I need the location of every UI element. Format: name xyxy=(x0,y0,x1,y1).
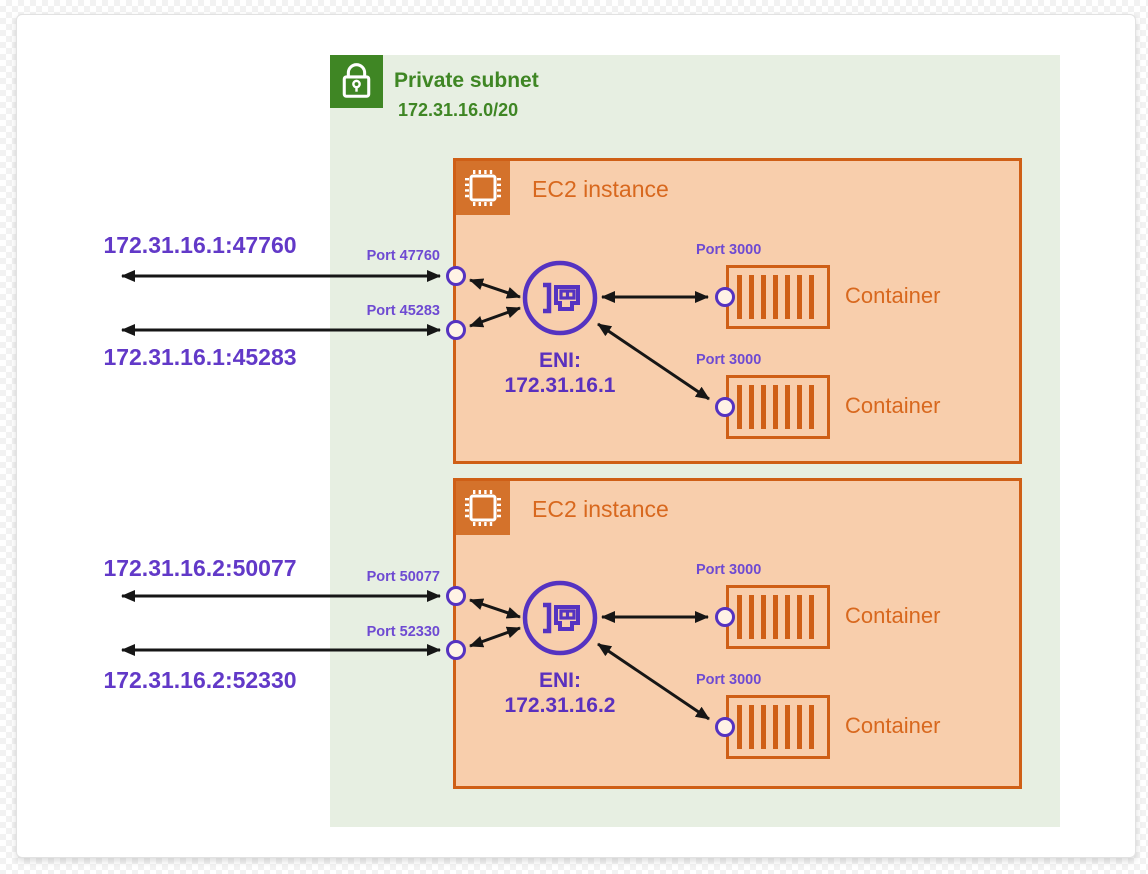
host-port-label: Port 50077 xyxy=(366,569,440,585)
container-label: Container xyxy=(845,283,941,308)
container-port-label: Port 3000 xyxy=(696,352,762,368)
external-endpoint-label: 172.31.16.1:45283 xyxy=(103,344,297,370)
host-port-label: Port 47760 xyxy=(366,248,440,264)
container-port-label: Port 3000 xyxy=(696,242,762,258)
subnet-cidr: 172.31.16.0/20 xyxy=(398,100,519,120)
host-port-label: Port 52330 xyxy=(366,624,440,640)
container-port-dot xyxy=(715,717,735,737)
container-port-dot xyxy=(715,287,735,307)
eni-label: ENI: xyxy=(539,349,581,372)
ec2-chip-icon xyxy=(456,161,510,215)
container-label: Container xyxy=(845,713,941,738)
container-port-label: Port 3000 xyxy=(696,562,762,578)
external-endpoint-label: 172.31.16.2:52330 xyxy=(103,667,297,693)
container-stripes-icon xyxy=(737,705,819,749)
external-endpoint-label: 172.31.16.1:47760 xyxy=(103,232,297,258)
ec2-instance-title: EC2 instance xyxy=(532,176,669,202)
external-endpoint-label: 172.31.16.2:50077 xyxy=(103,555,297,581)
lock-icon xyxy=(330,55,383,108)
host-port-label: Port 45283 xyxy=(366,303,440,319)
container-label: Container xyxy=(845,603,941,628)
ec2-chip-icon xyxy=(456,481,510,535)
eni-label: ENI: xyxy=(539,669,581,692)
network-interface-icon xyxy=(520,258,600,338)
ec2-instance-title: EC2 instance xyxy=(532,496,669,522)
subnet-title: Private subnet xyxy=(394,69,539,92)
container-port-dot xyxy=(715,397,735,417)
container-stripes-icon xyxy=(737,595,819,639)
container-port-dot xyxy=(715,607,735,627)
eni-port-dot xyxy=(446,586,466,606)
container-box xyxy=(726,585,830,649)
eni-ip: 172.31.16.1 xyxy=(504,374,616,397)
container-stripes-icon xyxy=(737,275,819,319)
container-stripes-icon xyxy=(737,385,819,429)
container-box xyxy=(726,695,830,759)
network-interface-icon xyxy=(520,578,600,658)
eni-port-dot xyxy=(446,640,466,660)
container-port-label: Port 3000 xyxy=(696,672,762,688)
container-label: Container xyxy=(845,393,941,418)
container-box xyxy=(726,265,830,329)
container-box xyxy=(726,375,830,439)
eni-port-dot xyxy=(446,266,466,286)
eni-ip: 172.31.16.2 xyxy=(504,694,616,717)
eni-port-dot xyxy=(446,320,466,340)
